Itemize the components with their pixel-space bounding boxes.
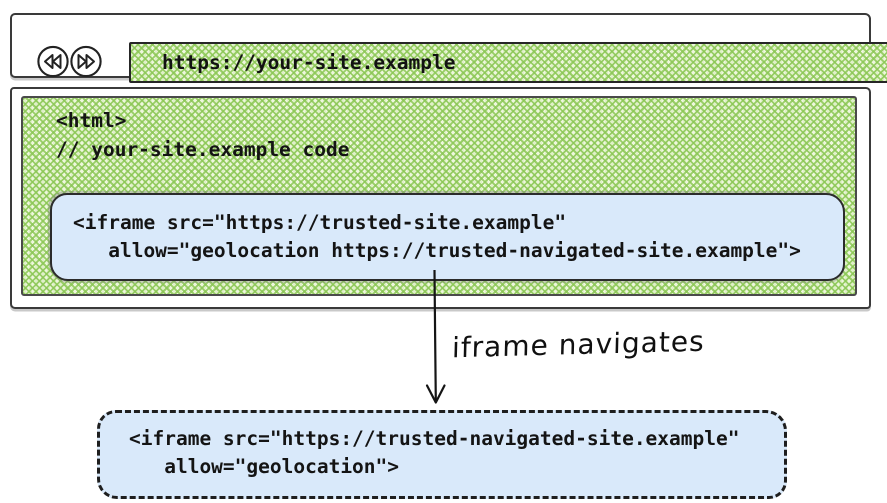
back-button[interactable]	[36, 44, 70, 79]
navigated-iframe-box: <iframe src="https://trusted-navigated-s…	[97, 410, 787, 499]
page-source-code: <html> // your-site.example code	[56, 106, 350, 164]
navigated-iframe-src-line: <iframe src="https://trusted-navigated-s…	[129, 427, 740, 450]
forward-button[interactable]	[69, 44, 103, 79]
address-bar-url: https://your-site.example	[162, 51, 456, 74]
address-bar[interactable]: https://your-site.example	[129, 42, 887, 83]
iframe-allow-line: allow="geolocation https://trusted-navig…	[73, 239, 801, 262]
back-double-arrow-icon	[36, 44, 70, 79]
forward-double-arrow-icon	[69, 44, 103, 79]
navigated-iframe-allow-line: allow="geolocation">	[129, 455, 400, 478]
iframe-element-box: <iframe src="https://trusted-site.exampl…	[50, 193, 845, 281]
code-line-html-tag: <html>	[56, 109, 127, 132]
arrow-label: iframe navigates	[451, 324, 706, 365]
code-line-comment: // your-site.example code	[56, 138, 350, 161]
browser-toolbar: https://your-site.example	[10, 13, 887, 83]
iframe-src-line: <iframe src="https://trusted-site.exampl…	[73, 211, 567, 234]
